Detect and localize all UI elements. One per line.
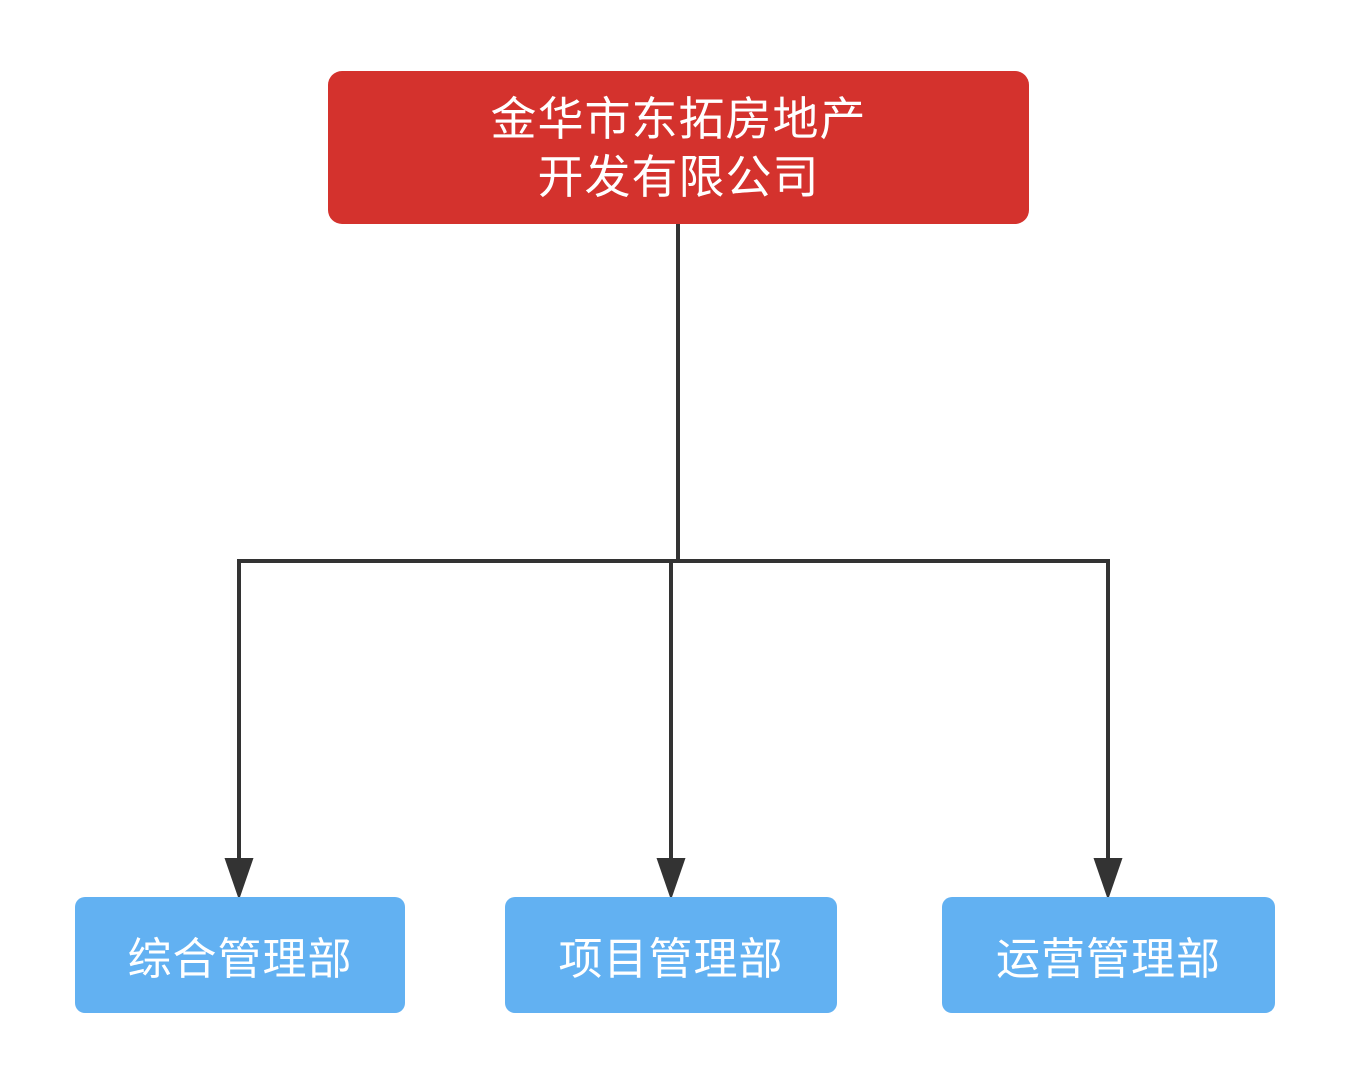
node-general-management-dept: 综合管理部 (75, 897, 405, 1013)
node-project-management-dept: 项目管理部 (505, 897, 837, 1013)
department-label: 运营管理部 (996, 935, 1221, 984)
arrowhead-down-left-icon (224, 858, 254, 900)
node-company-root: 金华市东拓房地产 开发有限公司 (328, 71, 1029, 224)
department-label: 项目管理部 (558, 935, 784, 984)
node-operations-management-dept: 运营管理部 (942, 897, 1275, 1013)
department-label: 综合管理部 (127, 935, 353, 984)
arrowhead-down-right-icon (1093, 858, 1123, 900)
arrowhead-down-center-icon (656, 858, 686, 900)
company-name-line1: 金华市东拓房地产 (490, 92, 867, 145)
company-name-line2: 开发有限公司 (537, 150, 820, 203)
